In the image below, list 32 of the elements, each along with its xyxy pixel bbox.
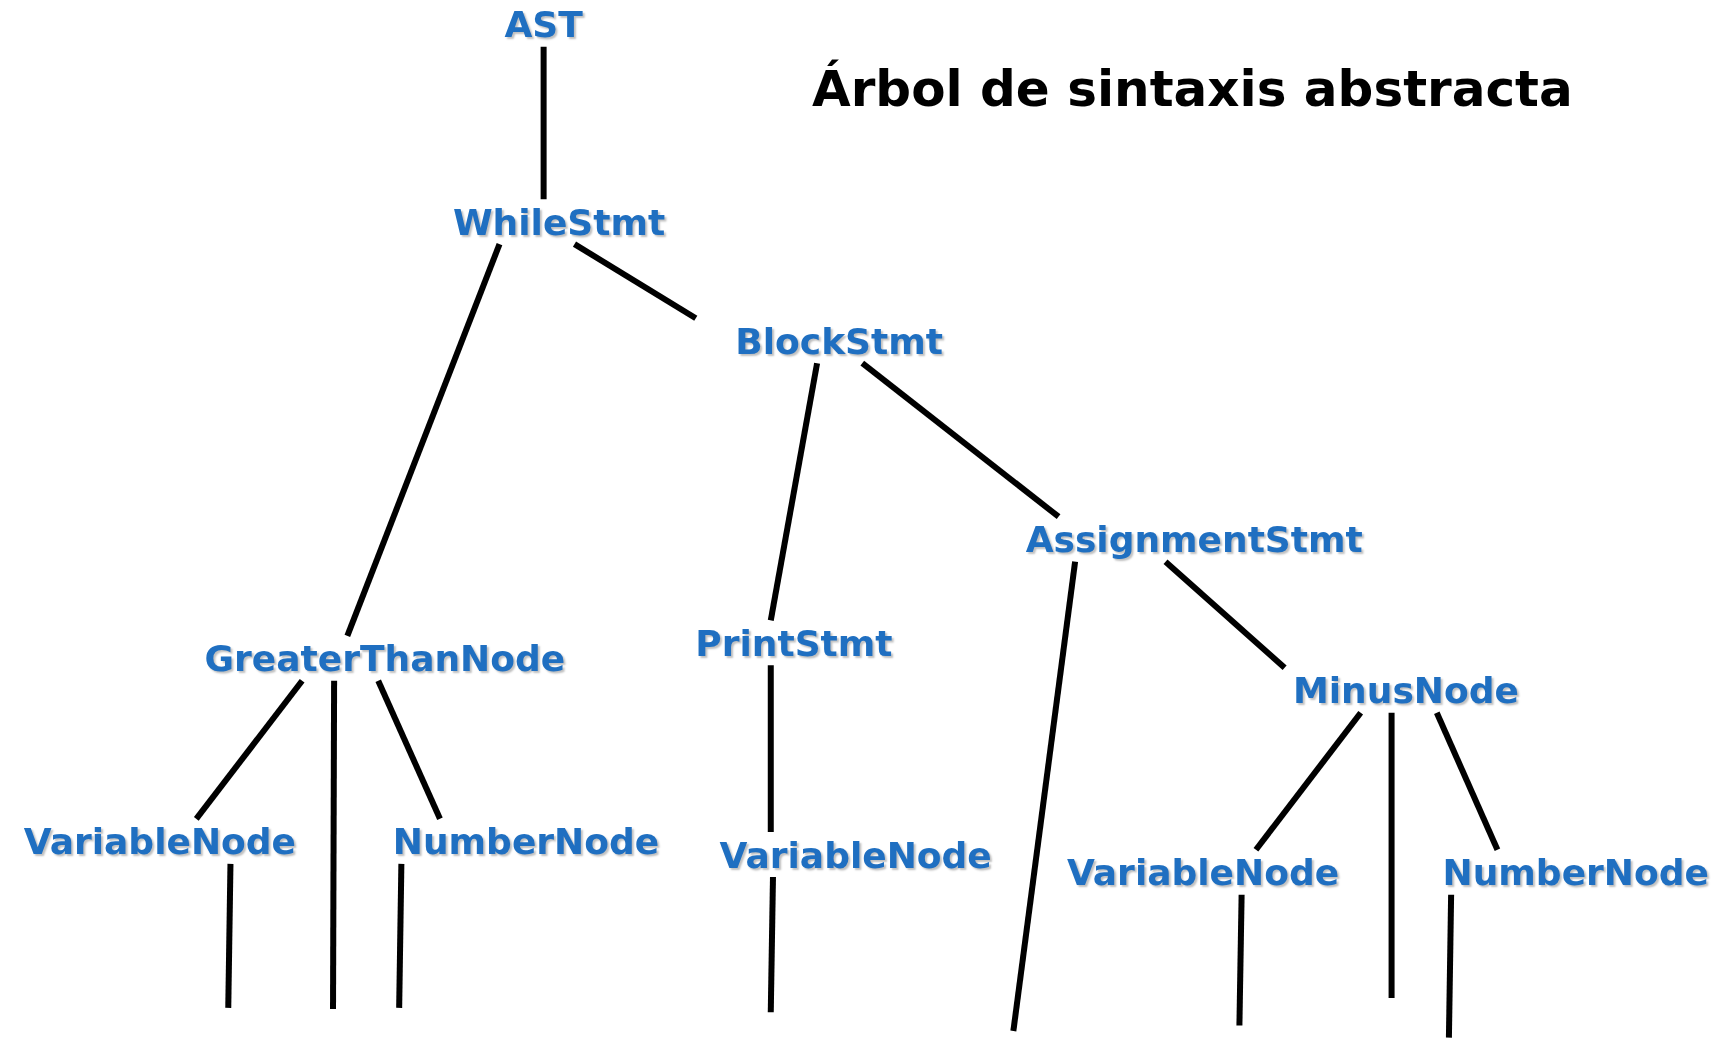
tree-edge-line <box>540 46 547 200</box>
tree-edge-line <box>193 678 305 821</box>
tree-node-label: VariableNode <box>715 832 996 878</box>
tree-edge-line <box>330 680 338 1009</box>
tree-edge-line <box>396 863 405 1008</box>
tree-edge-line <box>767 362 821 621</box>
tree-node-label: VariableNode <box>1062 849 1344 895</box>
tree-node-label: GreaterThanNode <box>200 635 570 681</box>
tree-node-label: WhileStmt <box>448 199 670 245</box>
tree-edge-line <box>1236 894 1245 1026</box>
tree-edge-line <box>860 360 1061 520</box>
tree-node-label: AST <box>500 1 587 47</box>
tree-edge-line <box>225 863 234 1008</box>
tree-edge-line <box>344 243 503 637</box>
diagram-title: Árbol de sintaxis abstracta <box>812 60 1573 118</box>
tree-edge-line <box>1010 561 1079 1032</box>
tree-node-label: VariableNode <box>19 818 300 864</box>
tree-edge-line <box>1445 894 1455 1038</box>
tree-edge-line <box>767 665 774 833</box>
tree-edge-line <box>1434 711 1501 851</box>
tree-edge-line <box>1163 559 1287 670</box>
tree-node-label: AssignmentStmt <box>1021 516 1367 562</box>
tree-edge-line <box>1388 712 1395 998</box>
tree-edge-line <box>767 877 776 1013</box>
tree-node-label: NumberNode <box>388 818 664 864</box>
tree-edge-line <box>375 679 443 821</box>
tree-node-label: NumberNode <box>1438 849 1713 895</box>
tree-edge-line <box>572 241 698 321</box>
tree-node-label: BlockStmt <box>731 318 947 364</box>
tree-node-label: PrintStmt <box>691 620 897 666</box>
tree-edge-line <box>1253 710 1364 852</box>
tree-node-label: MinusNode <box>1288 667 1523 713</box>
